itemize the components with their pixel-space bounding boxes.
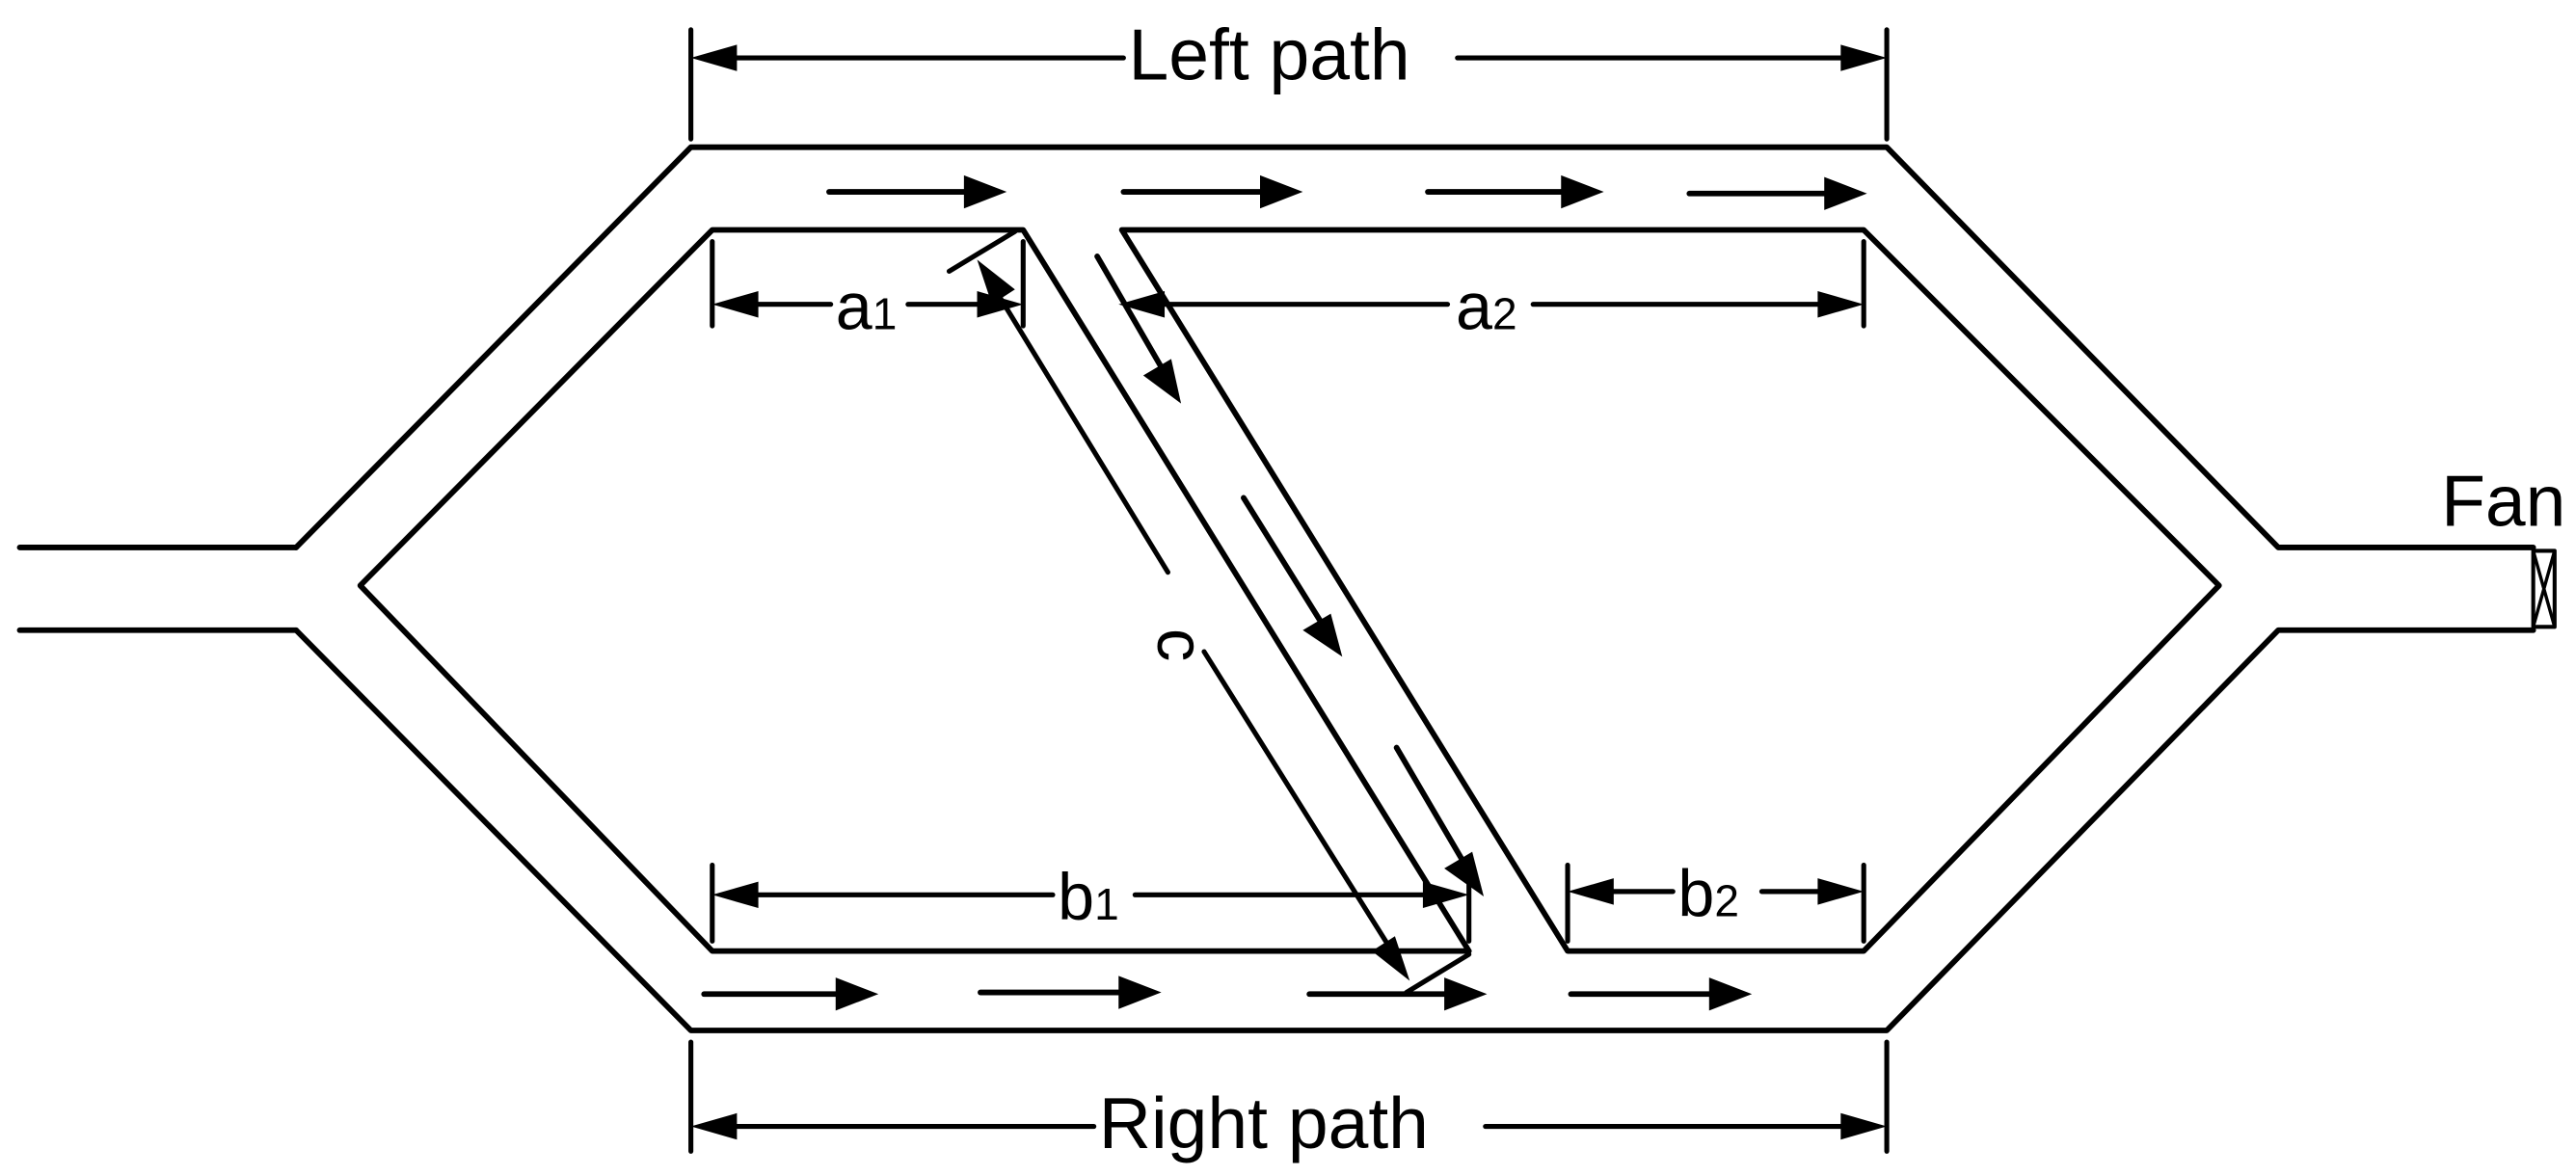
right-path-label: Right path <box>1099 1082 1429 1163</box>
dimension-b1 <box>710 862 1472 944</box>
flow-arrows <box>701 174 1867 1011</box>
dimension-a1 <box>710 238 1026 329</box>
flow-arrow-bottom-3 <box>1306 977 1488 1011</box>
segment-a2-index: 2 <box>1492 288 1517 338</box>
flow-arrow-top-2 <box>1120 174 1303 209</box>
outer-wall-upper <box>293 144 2536 550</box>
airway-network <box>16 144 2536 1033</box>
c-ext-top <box>946 228 1018 274</box>
flow-arrow-bottom-1 <box>701 977 879 1011</box>
flow-arrow-diagonal-1 <box>1094 254 1182 404</box>
segment-c-label: c <box>1143 628 1218 661</box>
segment-a1-label: a1 <box>836 269 898 343</box>
fan-symbol <box>2531 548 2557 629</box>
right-inner-wall <box>1118 227 2222 954</box>
flow-arrow-diagonal-2 <box>1241 494 1343 657</box>
flow-arrow-top-4 <box>1686 176 1867 210</box>
flow-arrow-bottom-4 <box>1568 977 1753 1011</box>
left-path-label: Left path <box>1128 13 1409 94</box>
segment-a2-letter: a <box>1456 269 1493 343</box>
segment-b2-label: b2 <box>1677 856 1739 930</box>
segment-a1-index: 1 <box>872 288 898 338</box>
flow-arrow-bottom-2 <box>978 976 1162 1009</box>
outer-wall-lower <box>293 627 2536 1033</box>
segment-b1-letter: b <box>1058 860 1094 934</box>
dimension-left-path <box>688 27 1890 142</box>
flow-arrow-top-3 <box>1425 174 1604 209</box>
dimension-c <box>946 228 1472 996</box>
fan-label: Fan <box>2441 460 2565 541</box>
segment-b1-label: b1 <box>1058 860 1119 934</box>
flow-arrow-diagonal-3 <box>1393 744 1485 897</box>
segment-a2-label: a2 <box>1456 269 1517 343</box>
segment-b1-index: 1 <box>1094 879 1119 929</box>
segment-b2-letter: b <box>1677 856 1714 930</box>
c-ext-bottom <box>1404 951 1472 996</box>
segment-b2-index: 2 <box>1714 875 1739 925</box>
flow-arrow-top-1 <box>826 174 1007 209</box>
dimension-a2 <box>1118 238 1866 329</box>
dimension-b2 <box>1565 862 1866 944</box>
segment-a1-letter: a <box>836 269 873 343</box>
dimension-right-path <box>688 1039 1890 1154</box>
fan-cross-b <box>2531 548 2557 629</box>
left-inner-wall <box>357 227 1472 954</box>
